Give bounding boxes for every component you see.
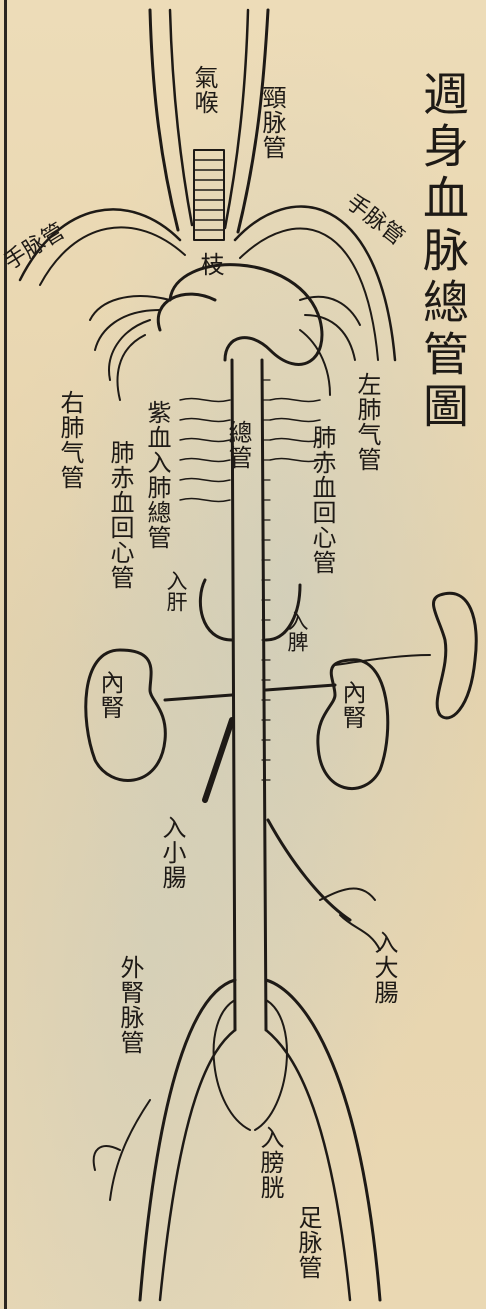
liver-branch [200, 580, 232, 640]
outer-kidney-vessel-label: 外腎脉管 [118, 955, 142, 1055]
bladder-loop-left [214, 1000, 250, 1130]
right-lung-airway-label: 右肺气管 [58, 390, 82, 490]
bladder-loop-right [255, 1000, 287, 1130]
neck-vessel-label: 頸脉管 [260, 85, 284, 160]
large-intestine-branch [268, 820, 350, 920]
left-kidney-label: 內腎 [98, 670, 122, 720]
left-arm-vessel-inner [240, 229, 378, 360]
left-lung-airway-label: 左肺气管 [355, 372, 379, 472]
right-lung-branches [90, 296, 170, 400]
trachea-ring-lines [194, 160, 224, 230]
right-arm-vessel-label: 手脉管 [0, 219, 69, 275]
lung-red-blood-return-right-label: 肺赤血回心管 [108, 440, 132, 590]
small-intestine-branch [205, 720, 232, 800]
to-small-intestine-label: 入小腸 [160, 815, 184, 890]
to-spleen-label: 入脾 [286, 610, 307, 652]
trachea-rings [194, 150, 224, 240]
neck-vessel-left-outer [150, 10, 178, 230]
neck-vessel-right-inner [225, 10, 248, 228]
to-liver-label: 入肝 [165, 570, 186, 612]
to-bladder-label: 入膀胱 [258, 1125, 282, 1200]
to-large-intestine-label: 入大腸 [372, 930, 396, 1005]
right-kidney-label: 內腎 [340, 680, 364, 730]
page-title: 週身血脉總管圖 [420, 70, 466, 434]
left-arm-vessel-label: 手脉管 [341, 190, 408, 250]
aortic-arch [170, 265, 322, 365]
iliac-left-inner [160, 1030, 235, 1300]
iliac-left-outer [140, 980, 235, 1300]
main-trunk-label: 總管 [226, 420, 250, 470]
purple-blood-to-lung-label: 紫血入肺總管 [145, 400, 169, 550]
leg-vessel-label: 足脉管 [296, 1205, 320, 1280]
lung-red-blood-return-left-label: 肺赤血回心管 [310, 425, 334, 575]
large-intestine-twig-1 [320, 888, 375, 900]
renal-vessel-right [266, 685, 335, 690]
left-lung-branches [300, 297, 360, 395]
spleen-organ [434, 593, 477, 718]
trachea-label: 氣喉 [192, 65, 216, 115]
trunk-hatch [262, 380, 270, 780]
branch-label: 枝 [198, 252, 222, 277]
renal-vessel-left [165, 695, 232, 700]
outer-renal-vessel [110, 1100, 150, 1200]
neck-vessel-left-inner [170, 10, 192, 225]
